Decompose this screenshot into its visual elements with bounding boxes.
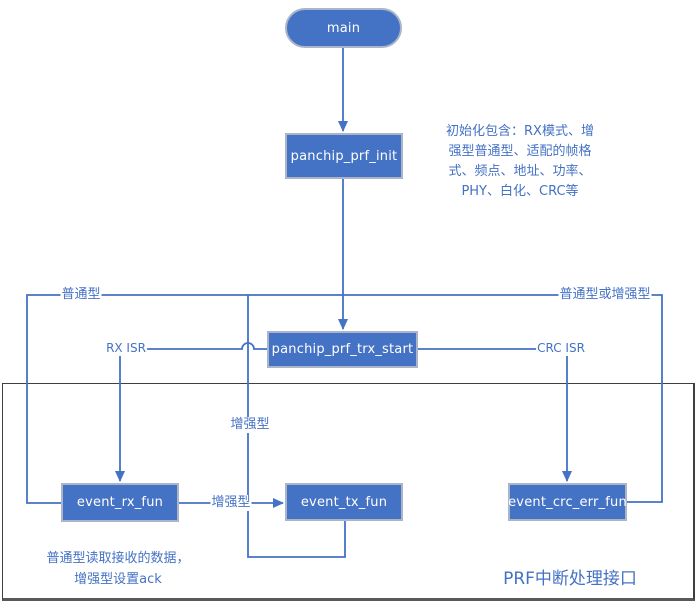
edge-label-crc-isr: CRC ISR bbox=[536, 340, 586, 356]
interrupt-container-box bbox=[2, 383, 695, 601]
init-note: 初始化包含：RX模式、增 强型普通型、适配的帧格 式、频点、地址、功率、 PHY… bbox=[446, 124, 594, 199]
edge-crc-isr bbox=[418, 348, 572, 482]
node-panchip-prf-init: panchip_prf_init bbox=[285, 133, 403, 179]
edge-label-enhanced-mid: 增强型 bbox=[229, 417, 271, 433]
edge-return-rx-normal bbox=[26, 294, 343, 504]
edge-rx-isr bbox=[115, 342, 267, 482]
edge-label-enhanced-rx-to-tx: 增强型 bbox=[210, 495, 252, 511]
node-panchip-prf-trx-start: panchip_prf_trx_start bbox=[267, 331, 418, 368]
node-event-tx-fun: event_tx_fun bbox=[285, 483, 403, 521]
node-event-crc-err-fun: event_crc_err_fun bbox=[508, 483, 627, 521]
edge-return-crc-normal-or-enhanced bbox=[343, 294, 663, 503]
node-event-rx-fun: event_rx_fun bbox=[61, 483, 179, 522]
edge-label-rx-isr: RX ISR bbox=[105, 340, 147, 356]
container-title: PRF中断处理接口 bbox=[503, 569, 637, 589]
edge-label-normal: 普通型 bbox=[60, 287, 102, 303]
node-main: main bbox=[285, 8, 402, 48]
rx-ack-note: 普通型读取接收的数据， 增强型设置ack bbox=[46, 551, 190, 587]
edge-label-normal-or-enhanced: 普通型或增强型 bbox=[558, 287, 652, 303]
